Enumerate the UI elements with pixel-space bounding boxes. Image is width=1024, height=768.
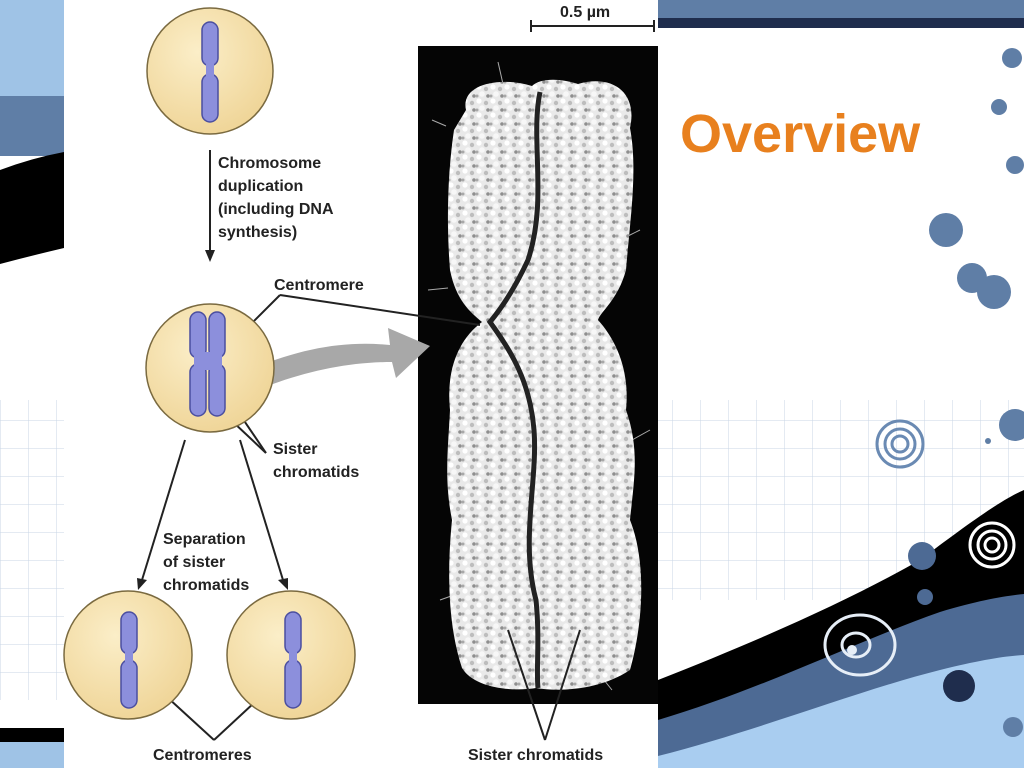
centromere-label: Centromere [274, 277, 364, 294]
slide-title: Overview [680, 104, 921, 164]
centromeres-label: Centromeres [153, 747, 252, 764]
cell-bottom-left [63, 590, 193, 720]
arrowheads [137, 250, 288, 590]
separation-label: Separation of sister chromatids [163, 528, 249, 597]
sister-chromatids-label: Sister chromatids [273, 438, 359, 484]
scale-bar [530, 20, 655, 32]
enlarge-arrow [232, 328, 430, 398]
cell-bottom-right [226, 590, 356, 720]
sister-chromatids-label-line: Sister [273, 441, 318, 458]
sister-chromatids-bottom-label: Sister chromatids [468, 747, 604, 764]
right-decor-panel [658, 0, 1024, 768]
scale-label: 0.5 µm [560, 4, 611, 21]
left-decor-strip [0, 0, 64, 768]
duplication-label-line: synthesis) [218, 224, 298, 241]
duplication-label-line: Chromosome [218, 155, 322, 172]
duplication-label-line: duplication [218, 178, 304, 195]
duplication-label-line: (including DNA [218, 201, 334, 218]
sister-chromatids-label-line: chromatids [273, 464, 360, 481]
cell-top [146, 7, 274, 135]
separation-label-line: chromatids [163, 577, 250, 594]
separation-label-line: of sister [163, 554, 226, 571]
separation-label-line: Separation [163, 531, 246, 548]
cell-middle [145, 303, 275, 433]
chromosome-micrograph [418, 46, 658, 704]
duplication-label: Chromosome duplication (including DNA sy… [218, 152, 334, 244]
